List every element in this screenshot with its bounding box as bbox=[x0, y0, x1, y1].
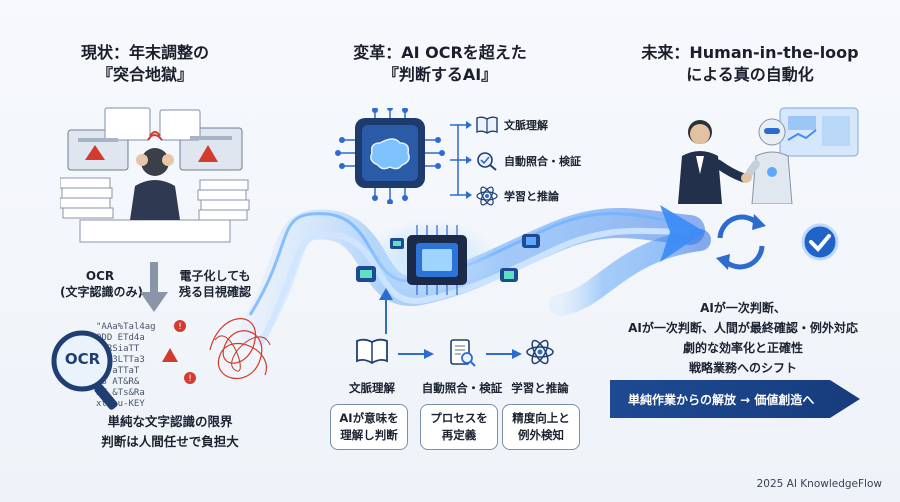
overwhelmed-office-illustration bbox=[60, 107, 250, 243]
feature-bracket bbox=[450, 121, 472, 199]
step-verify bbox=[422, 338, 502, 372]
garbled-line: AATaTTaT bbox=[96, 366, 140, 376]
down-arrow-icon bbox=[140, 262, 168, 312]
ocr-badge: OCR bbox=[64, 350, 101, 368]
check-circle-icon bbox=[801, 223, 839, 261]
right-summary-line-1: AIが一次判断、 bbox=[700, 301, 786, 315]
step-box-line: 再定義 bbox=[441, 428, 477, 442]
step-context bbox=[332, 338, 412, 368]
book-icon bbox=[356, 338, 388, 365]
up-arrow-icon bbox=[379, 288, 393, 334]
search-check-icon bbox=[477, 152, 497, 171]
step-box-line: AIが意味を bbox=[339, 411, 399, 425]
right-summary-line-4: 戦略業務へのシフト bbox=[688, 361, 797, 375]
processor-chip-icon bbox=[407, 225, 467, 295]
step-label-context: 文脈理解 bbox=[349, 381, 395, 395]
left-title-line-2: 『突合地獄』 bbox=[96, 65, 193, 84]
center-title-line-2: 『判断するAI』 bbox=[382, 65, 498, 84]
sync-cycle-icon bbox=[716, 214, 766, 270]
small-chip-icons bbox=[356, 234, 540, 282]
feature-label: 学習と推論 bbox=[504, 190, 559, 203]
atom-icon bbox=[476, 186, 498, 206]
garbled-line: 3T &Ts&Ra bbox=[96, 388, 145, 398]
right-title: 未来：Human-in-the-loop による真の自動化 bbox=[630, 42, 870, 86]
feature-label: 文脈理解 bbox=[504, 119, 548, 132]
ocr-only-label: OCR (文字認識のみ) bbox=[60, 268, 143, 300]
garbled-line: oo 3LTTa3 bbox=[96, 355, 145, 365]
step-box-verify: プロセスを 再定義 bbox=[420, 404, 498, 450]
left-caption-line-2: 判断は人間任せで負担大 bbox=[101, 434, 239, 449]
left-title: 現状：年末調整の 『突合地獄』 bbox=[60, 42, 230, 86]
left-caption: 単純な文字認識の限界 判断は人間任せで負担大 bbox=[60, 412, 280, 452]
manual-check-label-line-2: 残る目視確認 bbox=[178, 285, 251, 299]
svg-text:!: ! bbox=[188, 374, 192, 384]
garbled-line: "AAa%Tal4ag bbox=[96, 322, 156, 332]
step-arrow-icon bbox=[398, 349, 434, 359]
step-label-learn: 学習と推論 bbox=[511, 381, 569, 395]
step-box-line: プロセスを bbox=[430, 411, 488, 425]
center-title: 変革：AI OCRを超えた 『判断するAI』 bbox=[340, 42, 540, 86]
value-creation-banner: 単純作業からの解放 → 価値創造へ bbox=[610, 380, 860, 418]
center-title-line-1: 変革：AI OCRを超えた bbox=[353, 43, 527, 62]
manual-check-label-line-1: 電子化しても bbox=[179, 269, 251, 283]
right-summary-line-3: 劇的な効率化と正確性 bbox=[682, 341, 803, 355]
right-title-line-2: による真の自動化 bbox=[686, 65, 814, 84]
ocr-only-label-line-1: OCR bbox=[85, 269, 115, 283]
garbled-line: t8 AT&R& bbox=[96, 377, 140, 387]
alert-icons: ! ! bbox=[162, 320, 196, 384]
atom-icon bbox=[526, 339, 554, 365]
step-box-line: 理解し判断 bbox=[340, 428, 398, 442]
feature-item-context: 文脈理解 bbox=[476, 116, 548, 134]
human-robot-handshake-illustration bbox=[678, 107, 859, 204]
feature-item-verify: 自動照合・検証 bbox=[476, 151, 581, 171]
step-box-learn: 精度向上と 例外検知 bbox=[502, 404, 580, 450]
garbled-line: ODD ETd4a bbox=[96, 333, 145, 343]
step-box-context: AIが意味を 理解し判断 bbox=[330, 404, 408, 450]
step-learn bbox=[500, 338, 580, 370]
left-title-line-1: 現状：年末調整の bbox=[80, 43, 209, 62]
ocr-only-label-line-2: (文字認識のみ) bbox=[60, 285, 143, 299]
garbled-line: TtRSiaTT bbox=[96, 344, 140, 354]
ai-brain-circuit-icon bbox=[335, 108, 445, 204]
feature-label: 自動照合・検証 bbox=[504, 155, 581, 168]
magnifier-icon bbox=[51, 330, 118, 410]
right-summary: AIが一次判断、 AIが一次判断、人間が最終確認・例外対応 劇的な効率化と正確性… bbox=[618, 298, 868, 378]
right-title-line-1: 未来：Human-in-the-loop bbox=[641, 43, 859, 62]
left-caption-line-1: 単純な文字認識の限界 bbox=[107, 414, 233, 429]
step-arrow-icon bbox=[486, 349, 522, 359]
feature-item-learn: 学習と推論 bbox=[476, 186, 559, 206]
right-summary-line-2: AIが一次判断、人間が最終確認・例外対応 bbox=[628, 321, 858, 335]
garbled-text-block: "AAa%Tal4ag ODD ETd4a TtRSiaTT oo 3LTTa3… bbox=[96, 322, 216, 410]
step-box-line: 精度向上と bbox=[512, 411, 570, 425]
document-search-icon bbox=[450, 339, 476, 367]
credit-text: 2025 AI KnowledgeFlow bbox=[756, 478, 882, 490]
book-icon bbox=[476, 116, 498, 134]
garbled-line: xtTau-KEY bbox=[96, 399, 145, 409]
tangled-lines-icon bbox=[209, 318, 271, 379]
svg-text:!: ! bbox=[178, 322, 182, 332]
step-box-line: 例外検知 bbox=[518, 428, 564, 442]
step-label-verify: 自動照合・検証 bbox=[421, 381, 503, 395]
manual-check-label: 電子化しても 残る目視確認 bbox=[172, 268, 258, 300]
